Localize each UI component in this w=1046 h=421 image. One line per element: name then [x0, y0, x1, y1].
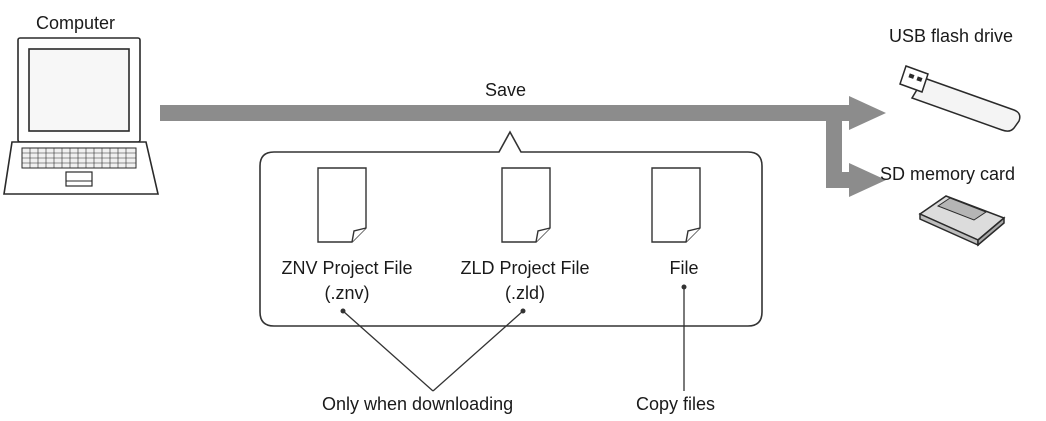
sd-card-label: SD memory card: [880, 164, 1016, 184]
usb-drive-label: USB flash drive: [889, 26, 1014, 46]
copy-note: Copy files: [636, 394, 716, 414]
file-label: ZNV Project File (.znv): [262, 257, 432, 304]
computer-label: Computer: [36, 13, 116, 33]
document-icon: [317, 167, 367, 243]
file-extension: (.znv): [324, 283, 370, 303]
sd-card-icon: [918, 195, 1006, 247]
file-label: ZLD Project File (.zld): [440, 257, 610, 304]
file-label: File: [626, 257, 742, 279]
download-note: Only when downloading: [322, 394, 514, 414]
computer-icon: [3, 37, 160, 195]
file-name: ZLD Project File: [460, 258, 590, 278]
connector-dot: [340, 308, 346, 314]
file-name: File: [669, 258, 699, 278]
connector-dot: [681, 284, 687, 290]
file-extension: (.zld): [505, 283, 545, 303]
connector-dot: [520, 308, 526, 314]
document-icon: [501, 167, 551, 243]
file-name: ZNV Project File: [281, 258, 413, 278]
connector-lines: [342, 287, 685, 392]
usb-drive-icon: [899, 65, 1021, 132]
document-icon: [651, 167, 701, 243]
save-arrow: [160, 96, 886, 197]
save-arrow-label: Save: [485, 80, 527, 100]
